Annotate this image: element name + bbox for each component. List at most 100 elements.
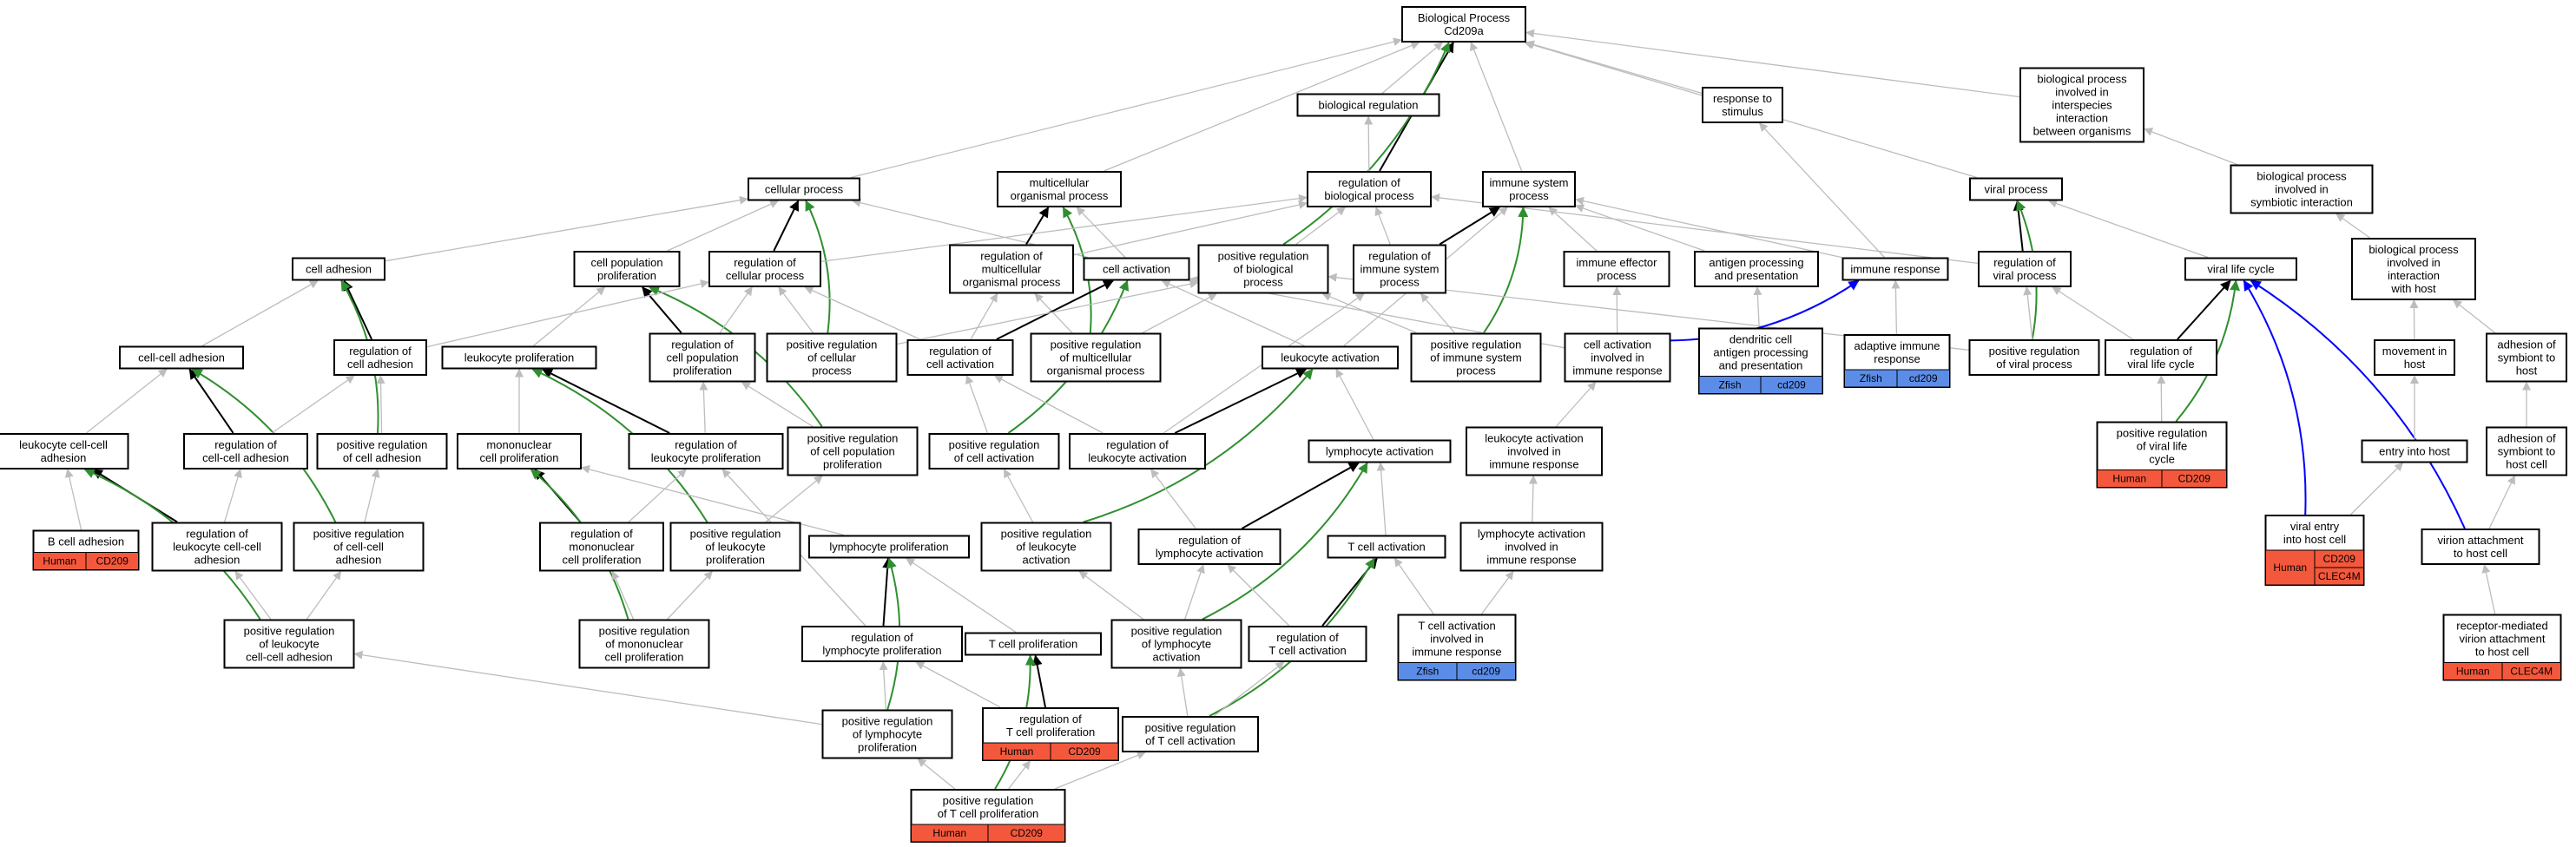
go-term-node[interactable]: viral life cycle — [2184, 257, 2297, 281]
go-term-node[interactable]: cellular process — [748, 177, 860, 201]
go-term-label: biological regulation — [1319, 99, 1419, 112]
go-term-node[interactable]: entry into host — [2361, 439, 2468, 463]
positively-regulates-edge — [1483, 207, 1529, 334]
is-a-edge — [85, 368, 168, 434]
go-term-node[interactable]: T cell proliferation — [965, 632, 1102, 656]
go-term-label: biological process — [2256, 170, 2347, 183]
go-term-node[interactable]: biological regulation — [1296, 93, 1440, 117]
go-term-label: response — [1874, 352, 1920, 365]
go-term-label: immune system — [1489, 176, 1568, 189]
go-term-node[interactable]: cell adhesion — [292, 257, 385, 281]
go-term-label: leukocyte activation — [1088, 451, 1186, 464]
is-a-edge — [2453, 299, 2496, 334]
go-term-node[interactable]: lymphocyte activation — [1308, 439, 1452, 463]
go-term-label: biological process — [2368, 243, 2459, 256]
go-term-box — [949, 244, 1074, 294]
go-term-label: regulation of — [1178, 534, 1241, 547]
go-term-node[interactable]: viral process — [1969, 177, 2063, 201]
go-term-node[interactable]: leukocyte activation — [1262, 345, 1399, 370]
is-a-edge — [820, 194, 1308, 263]
go-term-node[interactable]: cell-cell adhesion — [119, 345, 244, 370]
go-term-node[interactable]: T cell activation — [1327, 535, 1446, 559]
is-a-edge — [1469, 42, 1523, 172]
go-term-node[interactable]: leukocyte proliferation — [441, 345, 597, 370]
go-term-box — [2230, 164, 2374, 214]
go-term-node[interactable]: regulation ofT cell activation — [1248, 626, 1367, 662]
go-term-box — [2184, 257, 2297, 281]
go-term-label: positive regulation — [599, 625, 690, 638]
is-a-edge — [1528, 475, 1538, 522]
regulates-edge — [343, 279, 373, 340]
is-a-edge — [667, 200, 780, 252]
go-term-node[interactable]: cell activation — [1083, 257, 1190, 281]
go-term-box — [628, 433, 784, 469]
go-term-node[interactable]: lymphocyte proliferation — [808, 535, 970, 559]
go-term-label: symbiont to — [2498, 351, 2555, 364]
go-term-box — [1968, 339, 2100, 376]
go-term-node[interactable]: immune response — [1841, 257, 1949, 281]
